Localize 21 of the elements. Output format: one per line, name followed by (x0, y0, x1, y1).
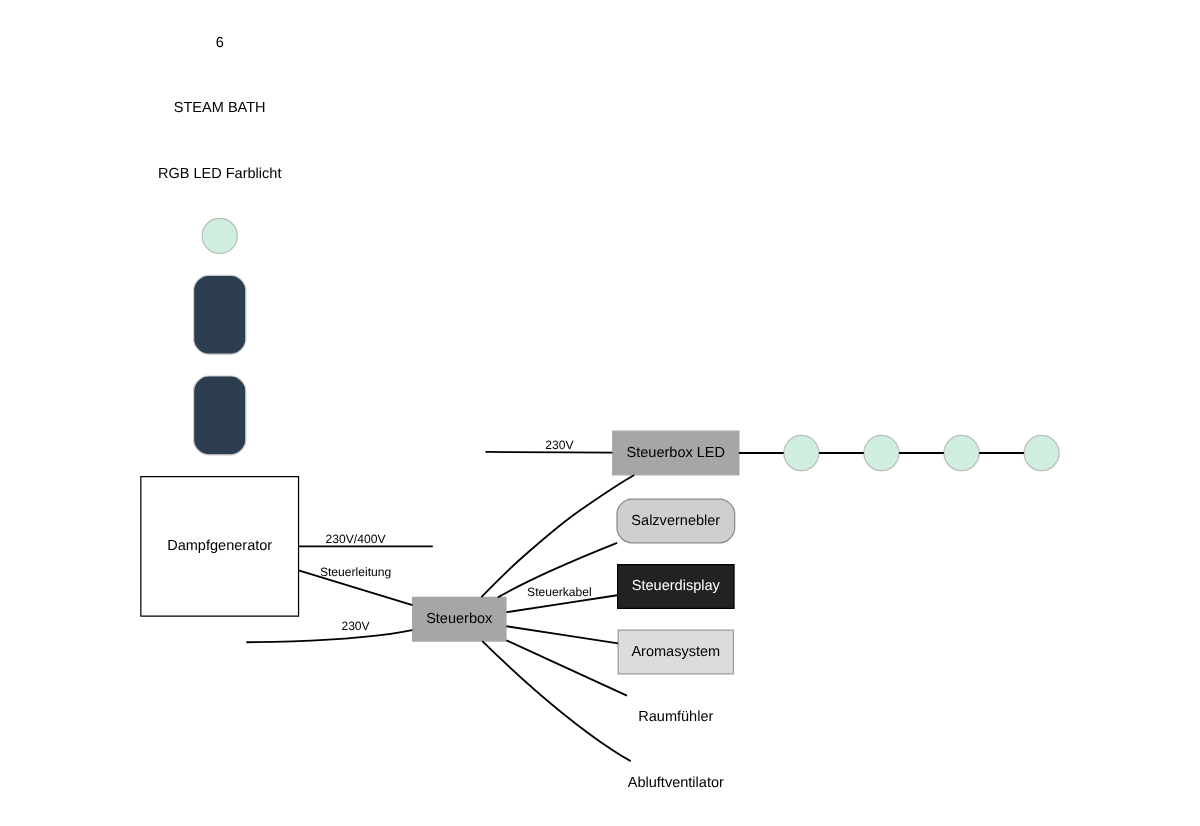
connector (297, 545, 434, 548)
connector (898, 452, 945, 454)
connector (818, 452, 865, 454)
connector (505, 594, 619, 614)
connector (505, 625, 619, 645)
connector (484, 451, 614, 454)
node-circle (943, 434, 980, 472)
node-box (193, 375, 247, 456)
node-circle (863, 434, 900, 472)
connector (297, 569, 414, 607)
node-circle (1023, 434, 1060, 472)
node-circle (783, 434, 820, 472)
connector (978, 452, 1025, 454)
connector (480, 474, 636, 599)
connector (738, 452, 785, 454)
node-box (193, 274, 247, 355)
connector (496, 542, 618, 599)
connector (505, 639, 628, 697)
connector (481, 640, 632, 763)
connector (245, 629, 414, 644)
node-circle (201, 217, 238, 255)
